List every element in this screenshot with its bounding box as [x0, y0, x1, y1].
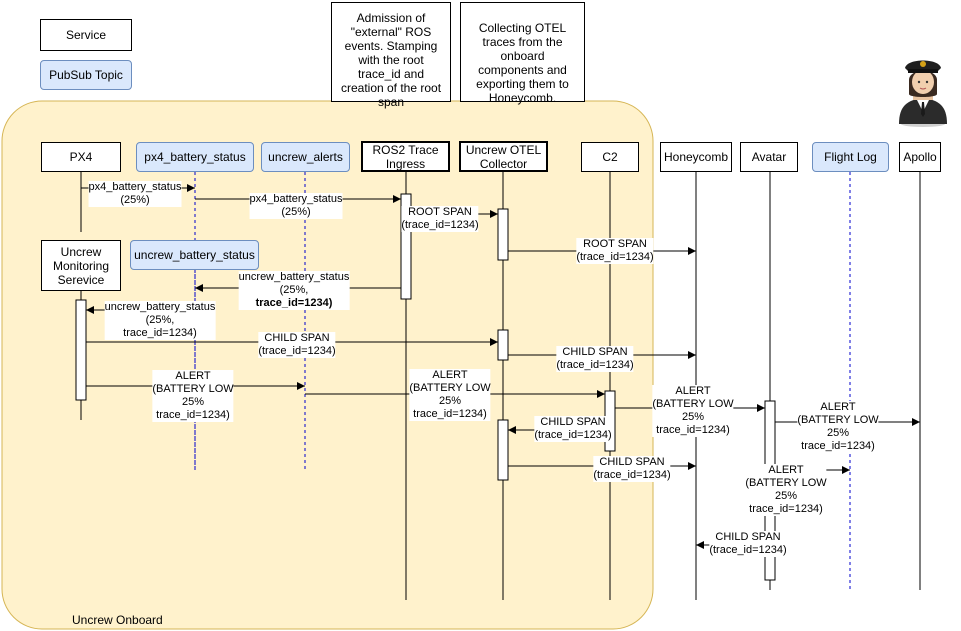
- activation-collector-1: [497, 208, 509, 261]
- topic-px4-battery-status: px4_battery_status: [136, 142, 254, 172]
- msg-px4-battery-status-2: px4_battery_status(25%): [249, 193, 343, 219]
- arrow-monitoring-to-collector-head: [490, 338, 498, 346]
- msg-px4-battery-status-1: px4_battery_status(25%): [88, 181, 182, 207]
- topic-uncrew-battery-status: uncrew_battery_status: [130, 240, 259, 270]
- msg-child-span-3: CHILD SPAN(trace_id=1234): [534, 416, 612, 442]
- participant-otel-collector: Uncrew OTEL Collector: [459, 141, 548, 172]
- activation-ros2-ingress: [400, 193, 412, 300]
- arrow-collector-to-honeycomb-child-head: [688, 351, 696, 359]
- arrow-monitoring-to-alerts-head: [297, 382, 305, 390]
- uncrew-onboard-label: Uncrew Onboard: [72, 613, 163, 627]
- participant-apollo: Apollo: [899, 142, 941, 172]
- activation-monitoring: [75, 299, 87, 401]
- msg-child-span-5: CHILD SPAN(trace_id=1234): [709, 531, 787, 557]
- collector-note: Collecting OTEL traces from the onboard …: [460, 2, 585, 105]
- activation-collector-2: [497, 329, 509, 361]
- arrow-avatar-to-honeycomb-head: [696, 541, 704, 549]
- msg-child-span-4: CHILD SPAN(trace_id=1234): [593, 456, 671, 482]
- msg-child-span-1: CHILD SPAN(trace_id=1234): [258, 332, 336, 358]
- participant-honeycomb: Honeycomb: [660, 142, 732, 172]
- arrow-collector-to-honeycomb-root-head: [688, 247, 696, 255]
- participant-px4: PX4: [41, 142, 121, 172]
- participant-avatar: Avatar: [740, 142, 798, 172]
- arrow-alerts-to-c2-head: [597, 390, 605, 398]
- topic-flight-log: Flight Log: [812, 142, 889, 172]
- activation-collector-3: [497, 419, 509, 481]
- ingress-note: Admission of "external" ROS events. Stam…: [331, 2, 451, 109]
- arrow-ingress-to-battery-topic-head: [195, 284, 203, 292]
- msg-root-span-2: ROOT SPAN(trace_id=1234): [576, 238, 654, 264]
- arrow-topic-to-monitoring-head: [86, 306, 94, 314]
- arrow-px4-to-topic-head: [187, 184, 195, 192]
- legend-service: Service: [40, 19, 132, 51]
- arrow-c2-to-avatar-head: [757, 404, 765, 412]
- arrow-topic-to-ingress-head: [393, 195, 401, 203]
- msg-root-span-1: ROOT SPAN(trace_id=1234): [401, 206, 479, 232]
- participant-c2: C2: [581, 142, 639, 172]
- arrow-ingress-to-collector-head: [490, 210, 498, 218]
- arrow-collector-to-honeycomb-child-2-head: [688, 462, 696, 470]
- uncrew-onboard-region: [1, 100, 654, 630]
- participant-ros2-trace-ingress: ROS2 Trace Ingress: [361, 141, 450, 172]
- pilot-avatar-icon: [899, 60, 947, 127]
- msg-uncrew-battery-status-1: uncrew_battery_status(25%,trace_id=1234): [238, 271, 350, 310]
- legend-pubsub-topic: PubSub Topic: [40, 60, 132, 90]
- msg-uncrew-battery-status-2: uncrew_battery_status(25%,trace_id=1234): [104, 301, 216, 340]
- topic-uncrew-alerts: uncrew_alerts: [261, 142, 350, 172]
- arrow-avatar-to-flight-log-head: [842, 466, 850, 474]
- participant-uncrew-monitoring-service: Uncrew Monitoring Serevice: [41, 240, 121, 291]
- arrow-avatar-to-apollo-head: [912, 418, 920, 426]
- msg-child-span-2: CHILD SPAN(trace_id=1234): [556, 346, 634, 372]
- arrow-c2-to-collector-head: [508, 426, 516, 434]
